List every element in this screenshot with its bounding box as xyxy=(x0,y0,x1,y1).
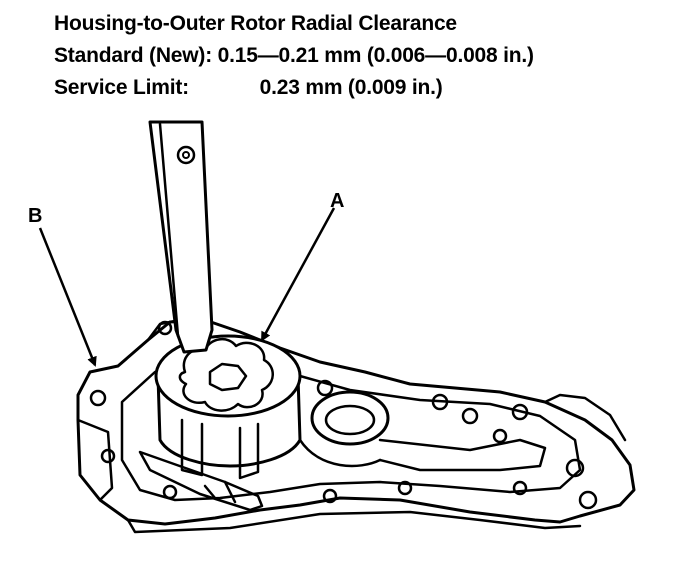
standard-label: Standard (New): xyxy=(54,44,213,67)
bolt-holes xyxy=(89,320,598,510)
service-limit-label: Service Limit: xyxy=(54,76,189,99)
spec-title: Housing-to-Outer Rotor Radial Clearance xyxy=(54,12,457,35)
leader-b xyxy=(38,227,97,367)
standard-value: 0.15—0.21 mm (0.006—0.008 in.) xyxy=(217,44,534,67)
standard-spec: Standard (New): 0.15—0.21 mm (0.006—0.00… xyxy=(54,44,534,68)
feeler-gauge xyxy=(148,120,214,354)
relief-valve xyxy=(138,450,264,512)
service-limit-spec: Service Limit: 0.23 mm (0.009 in.) xyxy=(54,76,443,100)
leader-a xyxy=(260,207,336,342)
outer-rotor xyxy=(154,334,302,480)
callout-leaders xyxy=(38,207,336,367)
callout-b: B xyxy=(28,205,42,227)
pump-housing xyxy=(76,316,636,534)
service-limit-value: 0.23 mm (0.009 in.) xyxy=(259,76,443,99)
callout-a: A xyxy=(330,190,344,212)
